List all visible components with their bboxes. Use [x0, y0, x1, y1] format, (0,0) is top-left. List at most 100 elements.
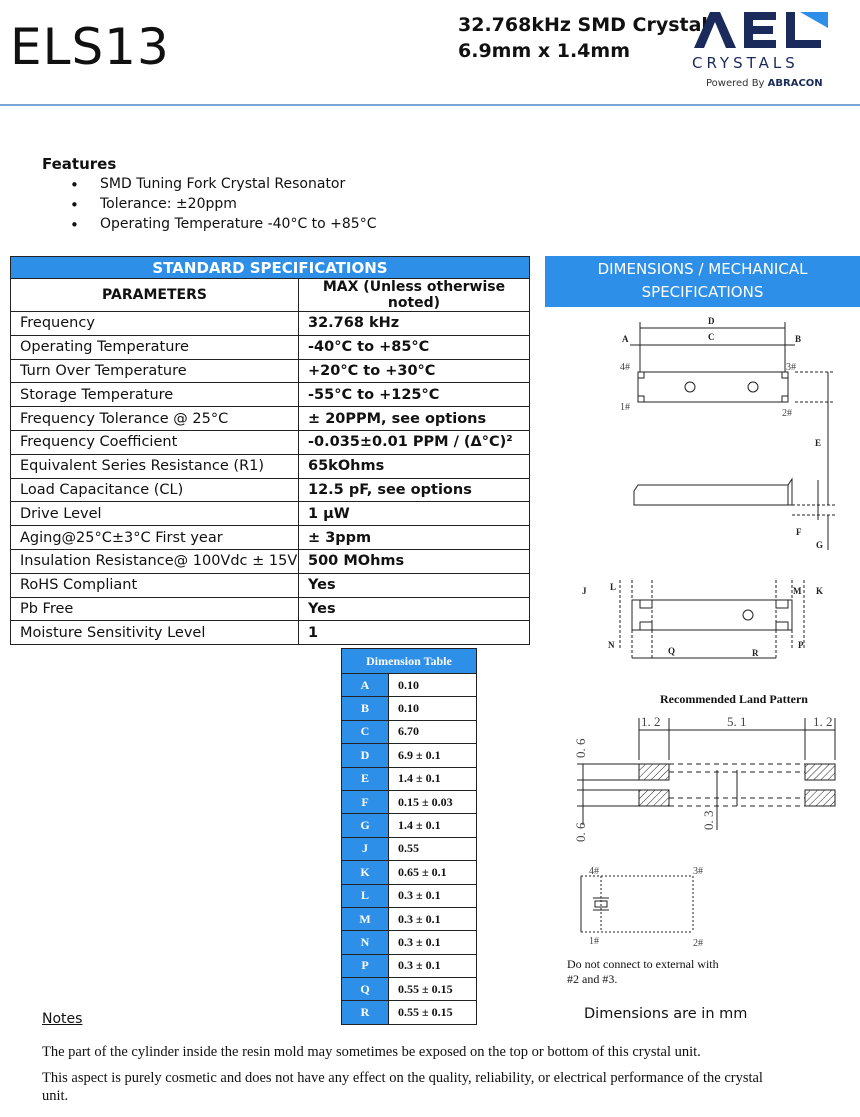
spec-value: 12.5 pF, see options [298, 477, 530, 503]
dimension-key: J [341, 836, 389, 862]
dimension-key: R [341, 1000, 389, 1025]
label-pin4: 4# [620, 362, 630, 373]
logo-powered-by: Powered By ABRACON [706, 78, 823, 89]
dimensions-banner-line-2: SPECIFICATIONS [641, 283, 764, 301]
spec-value: 32.768 kHz [298, 311, 530, 336]
powered-brand: ABRACON [767, 78, 823, 89]
spec-row: Equivalent Series Resistance (R1)65kOhms [10, 453, 530, 479]
dimension-value: 0.55 ± 0.15 [388, 977, 477, 1002]
spec-row: Frequency Tolerance @ 25°C± 20PPM, see o… [10, 406, 530, 431]
feature-item: Tolerance: ±20ppm [70, 196, 377, 216]
label-a: A [622, 334, 629, 344]
label-g: G [816, 540, 823, 550]
feature-item: Operating Temperature -40°C to +85°C [70, 216, 377, 236]
land-pattern-drawing: 1. 2 5. 1 1. 2 0. 6 0. 6 0. 3 4# 3# 1# 2… [573, 714, 836, 949]
spec-parameter: Aging@25°C±3°C First year [10, 525, 299, 550]
dimension-value: 0.55 ± 0.15 [388, 1000, 477, 1025]
lp-top-v-dim: 0. 6 [573, 738, 588, 758]
spec-parameter: Pb Free [10, 596, 299, 622]
spec-row: Load Capacitance (CL)12.5 pF, see option… [10, 477, 530, 503]
dimension-key: A [341, 672, 389, 698]
spec-row: Aging@25°C±3°C First year± 3ppm [10, 525, 530, 550]
label-m: M [793, 586, 802, 596]
label-n: N [608, 640, 615, 650]
spec-value: Yes [298, 596, 530, 622]
spec-parameter: Turn Over Temperature [10, 358, 299, 384]
dimension-value: 0.10 [388, 696, 477, 721]
dimensions-units-note: Dimensions are in mm [584, 1006, 748, 1022]
dimension-key: P [341, 953, 389, 979]
dimension-key: F [341, 789, 389, 815]
spec-value: -0.035±0.01 PPM / (Δ°C)² [298, 429, 530, 455]
dimension-value: 6.70 [388, 719, 477, 745]
features-list: SMD Tuning Fork Crystal Resonator Tolera… [70, 176, 377, 236]
dimensions-banner-line-1: DIMENSIONS / MECHANICAL [597, 260, 808, 278]
powered-prefix: Powered By [706, 78, 768, 89]
spec-table-banner: STANDARD SPECIFICATIONS [10, 256, 530, 279]
dimension-key: E [341, 766, 389, 791]
subtitle-line-2: 6.9mm x 1.4mm [458, 40, 630, 62]
spec-parameter: Frequency Coefficient [10, 429, 299, 455]
ael-logo-mark-icon [694, 12, 828, 48]
schematic-pin1: 1# [589, 936, 599, 947]
standard-specifications-table: STANDARD SPECIFICATIONS PARAMETERS MAX (… [10, 256, 530, 646]
spec-value: ± 3ppm [298, 525, 530, 550]
label-pin3: 3# [786, 362, 796, 373]
features-heading: Features [42, 155, 117, 173]
dimension-key: L [341, 883, 389, 908]
label-f: F [796, 527, 802, 537]
dimension-value: 0.65 ± 0.1 [388, 860, 477, 885]
header-divider [0, 104, 860, 106]
spec-value: Yes [298, 572, 530, 598]
ael-logo: CRYSTALS Powered By ABRACON [688, 8, 838, 98]
lp-right-dim: 1. 2 [813, 714, 833, 729]
label-b: B [795, 334, 801, 344]
spec-value: 500 MOhms [298, 548, 530, 574]
dimensions-banner: DIMENSIONS / MECHANICAL SPECIFICATIONS [545, 256, 860, 307]
dimension-key: D [341, 743, 389, 768]
no-connect-line-2: #2 and #3. [567, 972, 618, 986]
lp-center-dim: 5. 1 [727, 714, 747, 729]
dimension-key: K [341, 860, 389, 885]
spec-parameter: Operating Temperature [10, 334, 299, 360]
spec-parameter: RoHS Compliant [10, 572, 299, 598]
note-line-2: This aspect is purely cosmetic and does … [42, 1070, 763, 1104]
no-connect-line-1: Do not connect to external with [567, 957, 719, 971]
label-r: R [752, 648, 759, 658]
dimension-value: 1.4 ± 0.1 [388, 766, 477, 791]
spec-value: -40°C to +85°C [298, 334, 530, 360]
spec-value: 1 [298, 620, 530, 646]
dimension-value: 0.3 ± 0.1 [388, 953, 477, 979]
dimension-key: M [341, 906, 389, 932]
label-pin1: 1# [620, 402, 630, 413]
note-line-1: The part of the cylinder inside the resi… [42, 1044, 701, 1060]
lp-gap-v-dim: 0. 3 [701, 811, 716, 831]
spec-col-parameters: PARAMETERS [10, 278, 299, 312]
mechanical-drawing: D C A B E F G J L M K N Q R P 4# 3# 1# 2… [582, 316, 835, 660]
label-d: D [708, 316, 715, 326]
schematic-pin3: 3# [693, 866, 703, 877]
dimension-key: C [341, 719, 389, 745]
spec-row: Operating Temperature-40°C to +85°C [10, 334, 530, 360]
dimension-value: 6.9 ± 0.1 [388, 743, 477, 768]
dimension-key: N [341, 930, 389, 955]
dimension-value: 0.55 [388, 836, 477, 862]
label-j: J [582, 586, 587, 596]
label-q: Q [668, 646, 675, 656]
lp-left-dim: 1. 2 [641, 714, 661, 729]
